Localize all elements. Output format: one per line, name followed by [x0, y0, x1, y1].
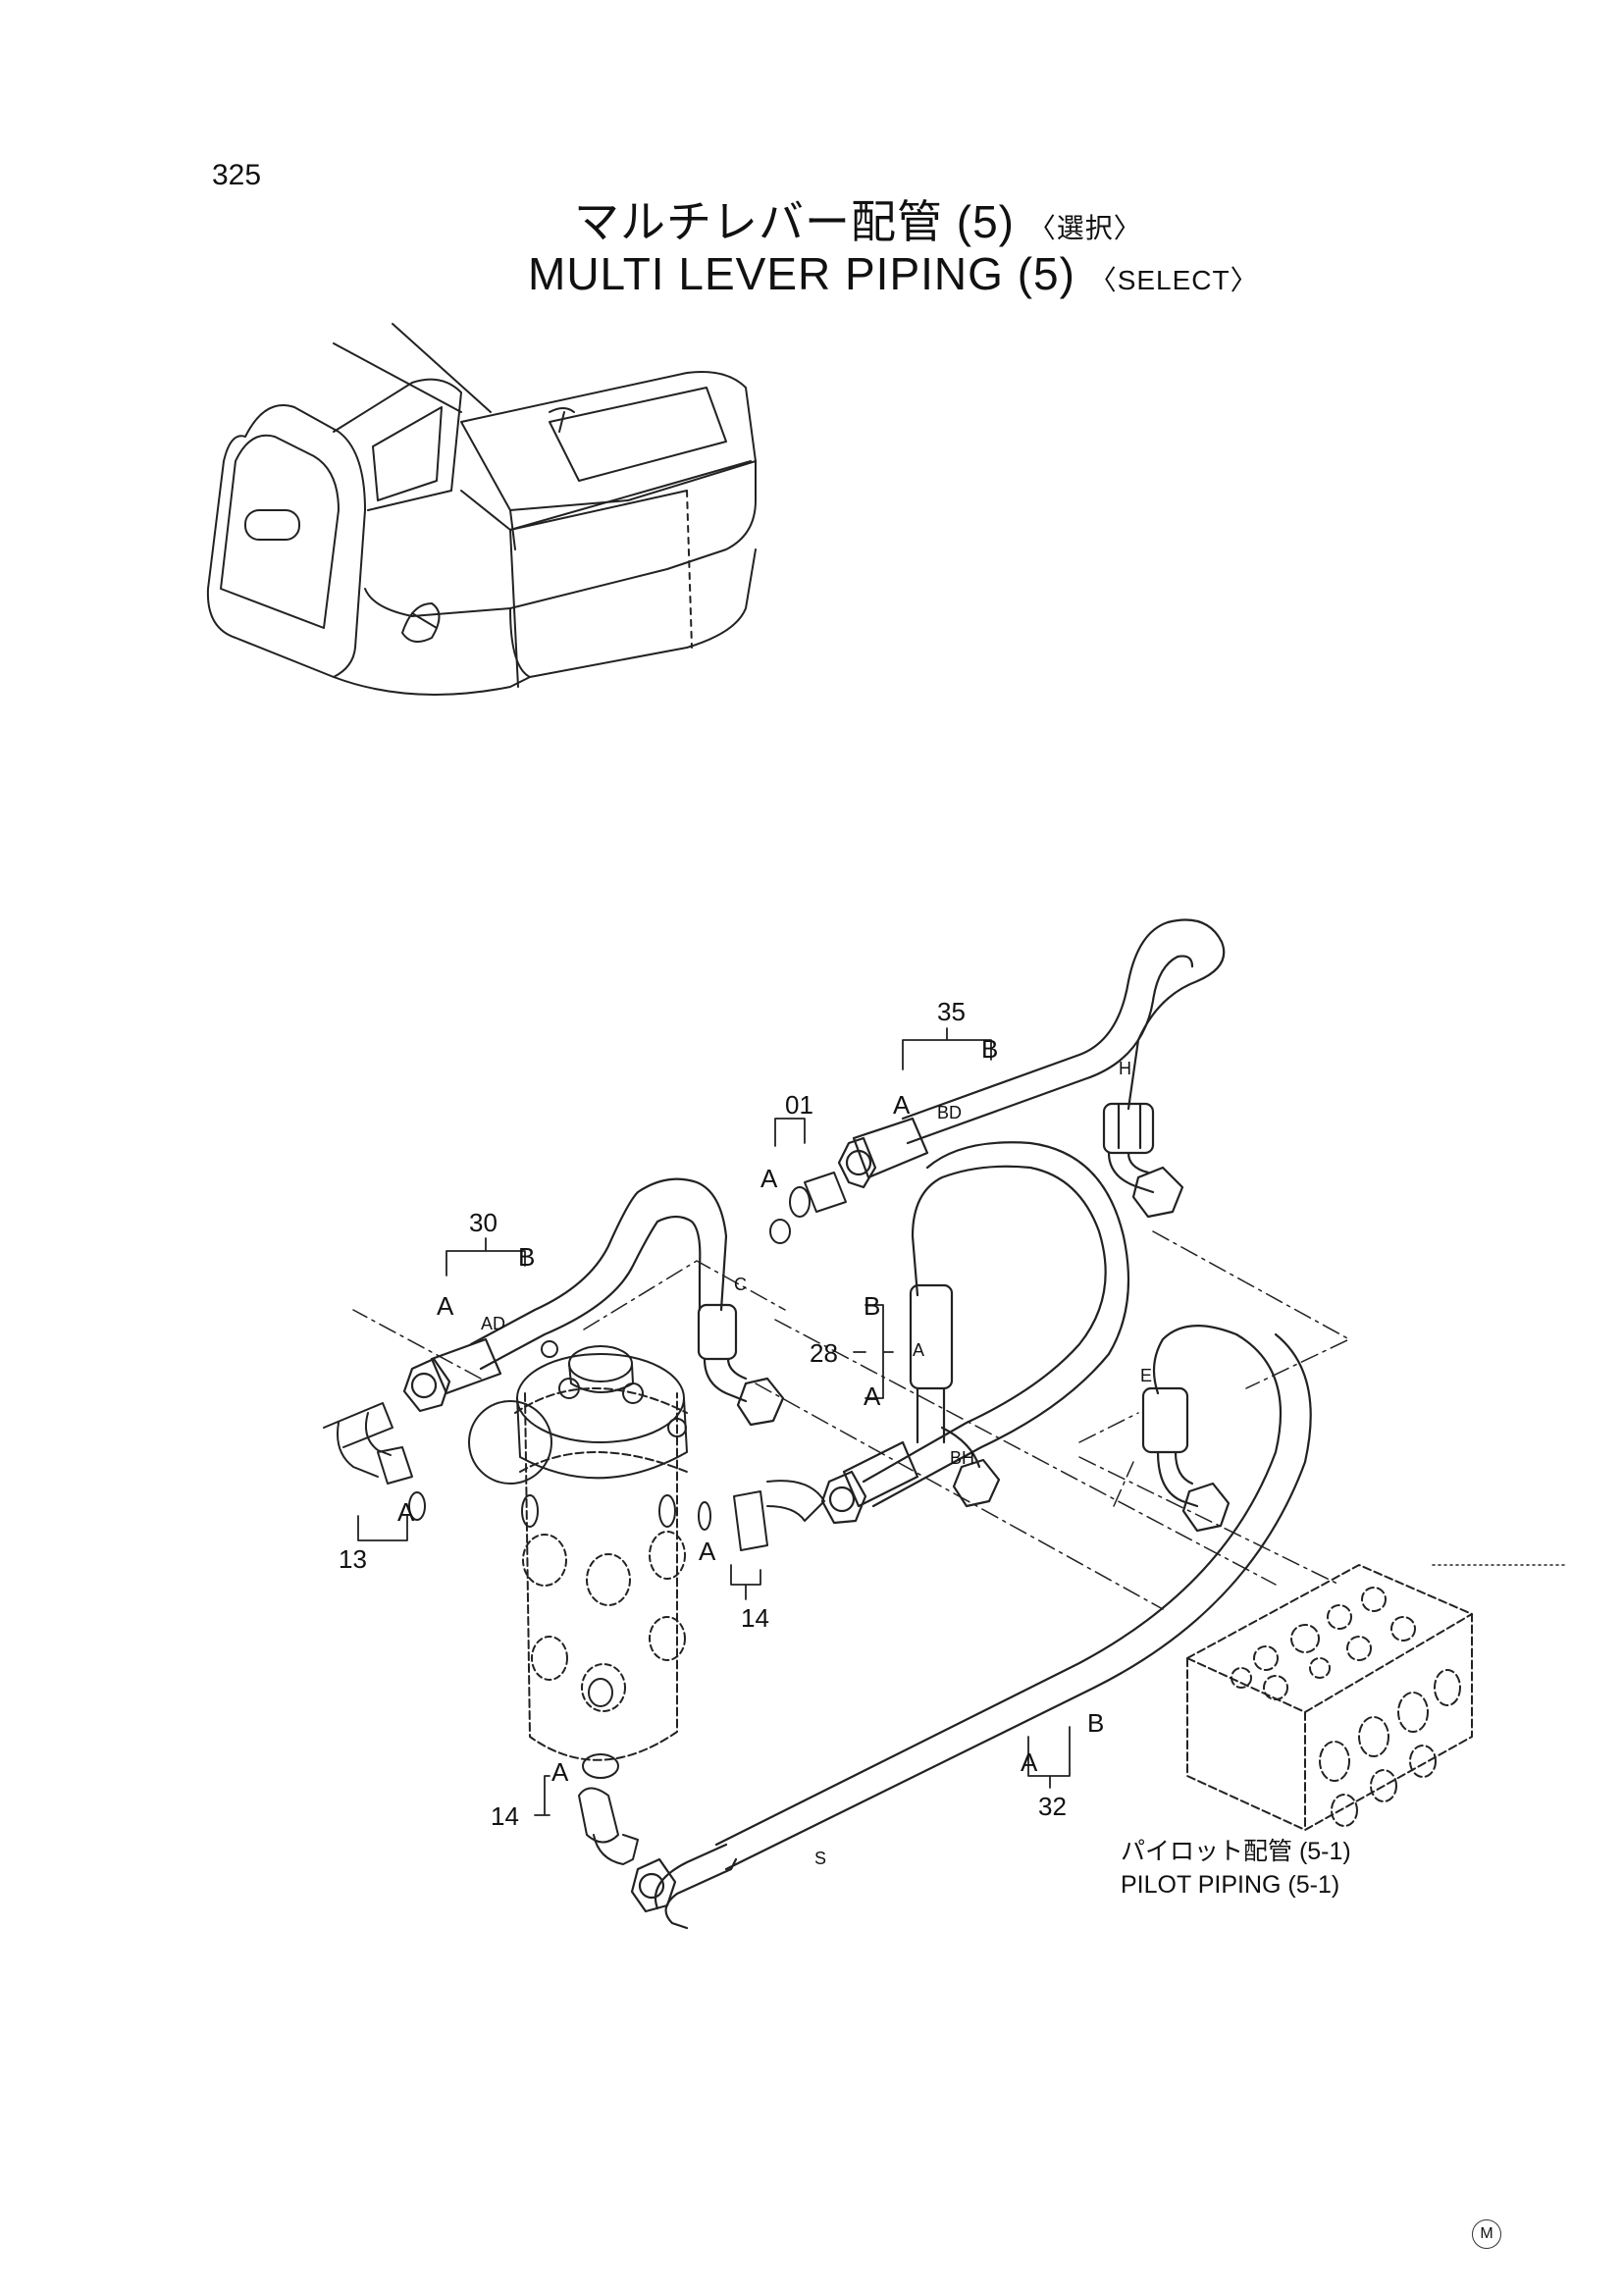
- footer-mark: M: [1472, 2219, 1501, 2249]
- letter-a-30: A: [437, 1291, 454, 1321]
- letter-b-35: B: [981, 1034, 998, 1064]
- callout-30: 30: [469, 1208, 498, 1237]
- callout-brackets: [357, 1027, 1071, 1816]
- callout-32: 32: [1038, 1792, 1067, 1821]
- letter-bd: BD: [937, 1103, 962, 1122]
- letter-a-28-inner: A: [913, 1340, 924, 1360]
- pilot-valve-block: [1186, 1564, 1473, 1831]
- letter-bh: BH: [950, 1448, 974, 1468]
- letter-s: S: [814, 1849, 826, 1868]
- title-english: MULTI LEVER PIPING (5) 〈SELECT〉: [528, 247, 1259, 300]
- callout-01: 01: [785, 1090, 813, 1120]
- multi-control-valve: [468, 1340, 688, 1761]
- callout-35: 35: [937, 997, 966, 1026]
- reference-en: PILOT PIPING (5-1): [1121, 1871, 1340, 1899]
- elbow-13: [323, 1402, 426, 1521]
- page-number: 325: [212, 159, 262, 191]
- letter-a-14-bottom: A: [551, 1757, 569, 1787]
- letter-b-28: B: [864, 1291, 880, 1321]
- elbow-14-right: [698, 1480, 825, 1551]
- reference-lines: [352, 1230, 1566, 1610]
- letter-c: C: [734, 1275, 747, 1294]
- title-japanese: マルチレバー配管 (5) 〈選択〉: [574, 186, 1142, 251]
- reference-jp: パイロット配管 (5-1): [1121, 1838, 1351, 1865]
- letter-a-32: A: [1021, 1747, 1038, 1777]
- letter-a-14-right: A: [699, 1537, 716, 1566]
- callout-14-bottom: 14: [491, 1801, 519, 1831]
- hose-30: [402, 1177, 785, 1427]
- letter-h: H: [1119, 1059, 1131, 1078]
- hose-28: [820, 1141, 1130, 1525]
- letter-b-30: B: [518, 1242, 535, 1272]
- hose-35: [837, 918, 1226, 1219]
- title-jp-suffix: 〈選択〉: [1027, 213, 1142, 243]
- letter-ad: AD: [481, 1314, 505, 1333]
- callout-28: 28: [810, 1338, 838, 1368]
- title-en-suffix: 〈SELECT〉: [1088, 265, 1259, 295]
- elbow-14-bottom: [578, 1753, 639, 1865]
- letter-a-01: A: [760, 1164, 778, 1193]
- callout-13: 13: [339, 1544, 367, 1574]
- letter-a-35: A: [893, 1090, 911, 1120]
- letter-a-13: A: [397, 1497, 415, 1527]
- title-en-text: MULTI LEVER PIPING (5): [528, 248, 1075, 299]
- callout-14-right: 14: [741, 1603, 769, 1633]
- letter-b-32: B: [1087, 1708, 1104, 1738]
- pilot-piping-reference: パイロット配管 (5-1) PILOT PIPING (5-1): [1121, 1835, 1351, 1902]
- excavator-location-sketch: [206, 323, 757, 696]
- hose-32: [630, 1325, 1312, 1930]
- adapter-01: [769, 1172, 847, 1244]
- letter-e: E: [1140, 1366, 1152, 1385]
- letter-a-28: A: [864, 1382, 881, 1411]
- title-jp-text: マルチレバー配管 (5): [574, 196, 1015, 247]
